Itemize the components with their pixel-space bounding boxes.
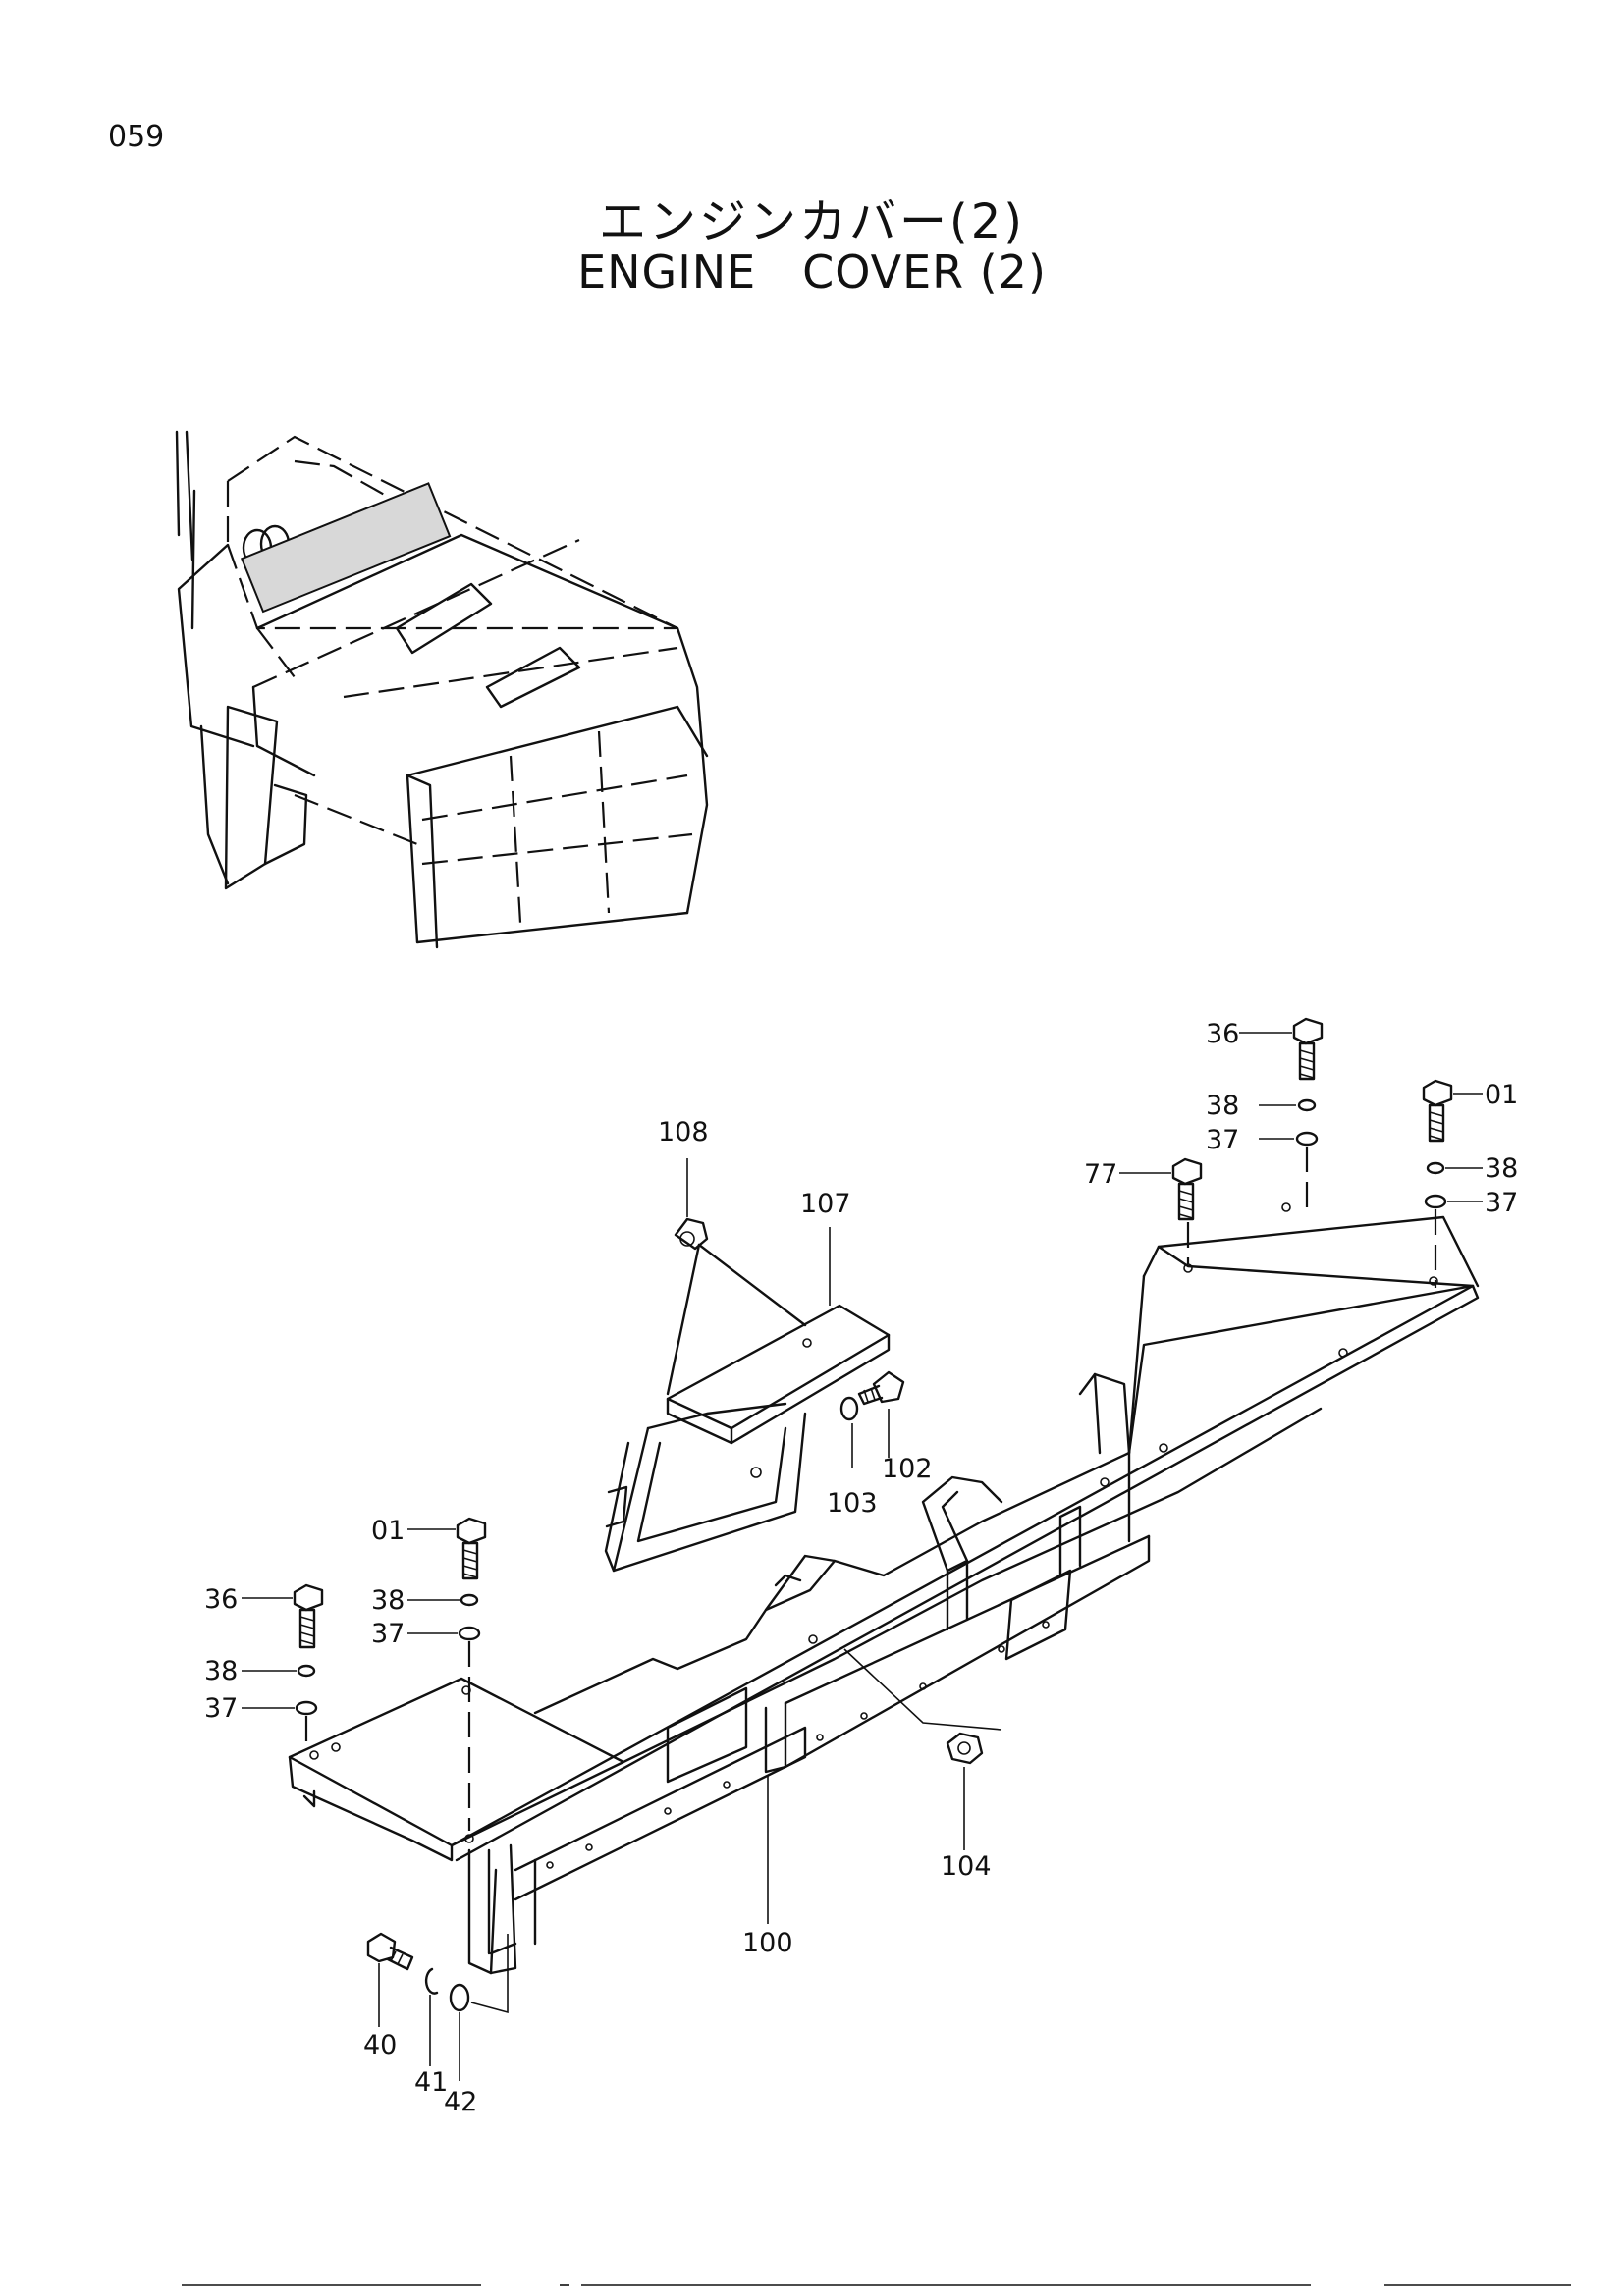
callout-42: 42 — [444, 2087, 477, 2117]
lock-washer-38-top — [1297, 1098, 1317, 1112]
lock-washer-38-right — [1426, 1161, 1445, 1175]
bolt-01-right — [1422, 1079, 1453, 1143]
callout-37-top: 37 — [1206, 1125, 1239, 1155]
lock-washer-38-left-b — [297, 1664, 316, 1678]
bolt-77 — [1171, 1157, 1203, 1221]
page-title-japanese: エンジンカバー(2) — [599, 194, 1025, 249]
callout-100: 100 — [742, 1928, 793, 1958]
callout-38-right: 38 — [1485, 1153, 1518, 1184]
leader-lines — [242, 1032, 1483, 2081]
callout-108: 108 — [658, 1117, 709, 1148]
washer-37-left-a — [458, 1626, 481, 1641]
callout-37-left-a: 37 — [371, 1619, 405, 1649]
callout-01-right: 01 — [1485, 1080, 1518, 1110]
washer-103 — [839, 1396, 859, 1421]
bolt-40 — [366, 1932, 414, 1971]
callout-37-right: 37 — [1485, 1188, 1518, 1218]
bolt-36-top — [1292, 1017, 1324, 1081]
page-title-english: ENGINE COVER (2) — [577, 245, 1047, 298]
washer-42 — [449, 1983, 470, 2012]
cover-plate-107 — [604, 1304, 891, 1573]
bolt-102 — [857, 1370, 905, 1406]
machine-overview-sketch — [175, 430, 709, 949]
callout-38-top: 38 — [1206, 1091, 1239, 1121]
callout-38-left-a: 38 — [371, 1585, 405, 1616]
callout-36-left: 36 — [204, 1584, 238, 1615]
washer-37-right — [1424, 1194, 1447, 1209]
page-number: 059 — [108, 120, 165, 154]
callout-01-left: 01 — [371, 1516, 405, 1546]
snap-ring-41 — [424, 1967, 439, 1995]
knob-108 — [674, 1217, 709, 1251]
callout-77: 77 — [1084, 1159, 1117, 1190]
callout-104: 104 — [941, 1851, 992, 1882]
bolt-36-left — [293, 1583, 324, 1649]
callout-103: 103 — [827, 1488, 878, 1519]
washer-37-top — [1295, 1131, 1319, 1147]
nut-104 — [946, 1732, 984, 1765]
callout-107: 107 — [800, 1189, 851, 1219]
callout-40: 40 — [363, 2030, 397, 2060]
callout-102: 102 — [882, 1454, 933, 1484]
lock-washer-38-left-a — [460, 1593, 479, 1607]
callout-labels: 36 38 37 01 38 37 77 108 107 102 103 01 … — [204, 1019, 1518, 2117]
callout-41: 41 — [414, 2067, 448, 2098]
bolt-01-left — [456, 1517, 487, 1580]
washer-37-left-b — [295, 1700, 318, 1716]
callout-38-left-b: 38 — [204, 1656, 238, 1686]
callout-37-left-b: 37 — [204, 1693, 238, 1724]
frame-assembly-100 — [288, 1202, 1480, 1975]
callout-36-top: 36 — [1206, 1019, 1239, 1049]
